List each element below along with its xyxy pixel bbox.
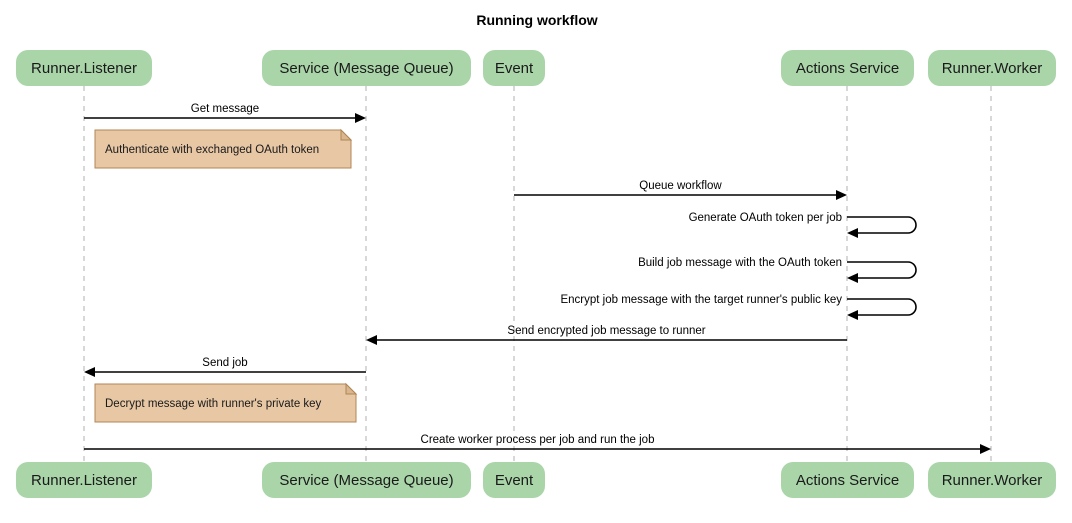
note-body — [94, 383, 357, 423]
message-m3[interactable]: Generate OAuth token per job — [689, 212, 917, 238]
note-n1[interactable]: Authenticate with exchanged OAuth token — [94, 128, 353, 169]
message-label: Send encrypted job message to runner — [507, 325, 705, 337]
arrowhead-icon — [847, 310, 858, 320]
arrowhead-icon — [355, 113, 366, 123]
participant-box[interactable] — [262, 462, 471, 498]
self-loop-path — [847, 298, 917, 316]
participant-label: Service (Message Queue) — [279, 472, 453, 489]
participant-label: Actions Service — [796, 60, 899, 77]
self-loop-path — [847, 216, 917, 234]
participant-label: Event — [495, 60, 534, 77]
lifeline-group — [83, 86, 992, 462]
note-label: Authenticate with exchanged OAuth token — [105, 144, 319, 156]
participant-listener-top[interactable]: Runner.Listener — [16, 50, 152, 86]
participant-worker-top[interactable]: Runner.Worker — [928, 50, 1056, 86]
message-m7[interactable]: Send job — [84, 357, 366, 377]
participant-box[interactable] — [483, 50, 545, 86]
participant-queue-bottom[interactable]: Service (Message Queue) — [262, 462, 471, 498]
arrowhead-icon — [847, 273, 858, 283]
participant-queue-top[interactable]: Service (Message Queue) — [262, 50, 471, 86]
participant-actions-top[interactable]: Actions Service — [781, 50, 914, 86]
note-label: Decrypt message with runner's private ke… — [105, 398, 322, 410]
participant-actions-bottom[interactable]: Actions Service — [781, 462, 914, 498]
message-m2[interactable]: Queue workflow — [514, 180, 847, 200]
message-label: Queue workflow — [639, 180, 722, 192]
participants-header: Runner.Listener Service (Message Queue) Ev… — [16, 50, 1056, 86]
participant-label: Actions Service — [796, 472, 899, 489]
participant-box[interactable] — [928, 50, 1056, 86]
message-label: Get message — [191, 103, 259, 115]
arrowhead-icon — [366, 335, 377, 345]
participant-label: Runner.Worker — [942, 60, 1043, 77]
arrowhead-icon — [836, 190, 847, 200]
participant-event-top[interactable]: Event — [483, 50, 545, 86]
participant-label: Runner.Listener — [31, 472, 137, 489]
participant-box[interactable] — [16, 462, 152, 498]
participant-box[interactable] — [483, 462, 545, 498]
message-label: Send job — [202, 357, 247, 369]
message-m4[interactable]: Build job message with the OAuth token — [638, 257, 917, 283]
note-fold-corner-icon — [345, 382, 358, 395]
message-label: Build job message with the OAuth token — [638, 257, 842, 269]
message-m6[interactable]: Send encrypted job message to runner — [366, 325, 847, 345]
message-label: Generate OAuth token per job — [689, 212, 842, 224]
note-fold-corner-icon — [340, 128, 353, 141]
arrowhead-icon — [84, 367, 95, 377]
arrowhead-icon — [847, 228, 858, 238]
participant-label: Service (Message Queue) — [279, 60, 453, 77]
participant-label: Runner.Worker — [942, 472, 1043, 489]
participant-label: Runner.Listener — [31, 60, 137, 77]
participant-box[interactable] — [262, 50, 471, 86]
note-n2[interactable]: Decrypt message with runner's private ke… — [94, 382, 358, 423]
message-m1[interactable]: Get message — [84, 103, 366, 123]
participant-box[interactable] — [781, 50, 914, 86]
self-loop-path — [847, 261, 917, 279]
note-body — [94, 129, 352, 169]
note-group: Authenticate with exchanged OAuth tokenD… — [94, 128, 358, 423]
participant-box[interactable] — [928, 462, 1056, 498]
participant-worker-bottom[interactable]: Runner.Worker — [928, 462, 1056, 498]
message-label: Create worker process per job and run th… — [421, 434, 655, 446]
participant-box[interactable] — [781, 462, 914, 498]
participant-event-bottom[interactable]: Event — [483, 462, 545, 498]
message-label: Encrypt job message with the target runn… — [560, 294, 842, 306]
arrowhead-icon — [980, 444, 991, 454]
participant-listener-bottom[interactable]: Runner.Listener — [16, 462, 152, 498]
participants-footer: Runner.Listener Service (Message Queue) Ev… — [16, 462, 1056, 498]
participant-box[interactable] — [16, 50, 152, 86]
message-m5[interactable]: Encrypt job message with the target runn… — [560, 294, 917, 320]
page-title: Running workflow — [476, 12, 597, 28]
message-m8[interactable]: Create worker process per job and run th… — [84, 434, 991, 454]
participant-label: Event — [495, 472, 534, 489]
